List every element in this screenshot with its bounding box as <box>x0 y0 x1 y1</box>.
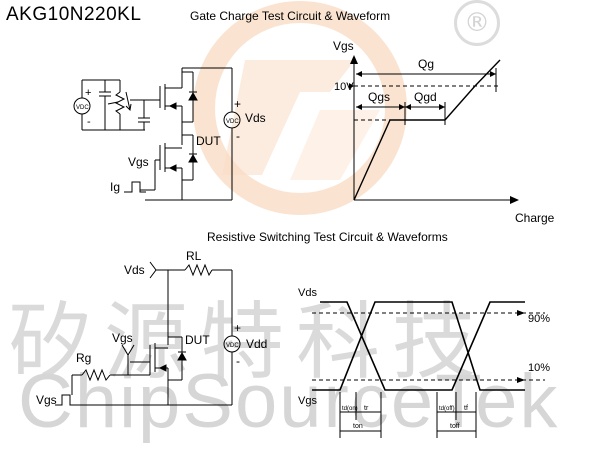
diode-switch-icon <box>177 351 187 361</box>
wave-vds-label: Vds <box>298 287 317 299</box>
pct-10-label: 10% <box>528 362 550 374</box>
sw-minus-sign: - <box>236 354 240 368</box>
y-axis-arrow-icon <box>350 55 358 64</box>
tr-label: tr <box>364 405 369 412</box>
td-on-label: td(on) <box>342 406 358 412</box>
vgs-label: Vgs <box>128 155 149 169</box>
sw-dut-label: DUT <box>185 333 210 347</box>
x-axis-arrow-icon <box>510 196 519 204</box>
tf-label: tf <box>464 405 468 412</box>
gate-charge-title: Gate Charge Test Circuit & Waveform <box>190 9 391 23</box>
vdc-right-label: VDC <box>226 119 239 125</box>
rg-label: Rg <box>76 351 91 365</box>
sw-vgs-label: Vgs <box>112 331 133 345</box>
level-10v-label: 10V <box>334 81 354 93</box>
pct-90-label: 90% <box>528 313 550 325</box>
vds-waveform <box>320 301 525 391</box>
y-axis-label: Vgs <box>333 39 354 53</box>
rl-label: RL <box>186 249 202 263</box>
vdd-label: Vdd <box>246 337 267 351</box>
ton-label: ton <box>353 423 363 430</box>
switching-title: Resistive Switching Test Circuit & Wavef… <box>207 230 448 244</box>
watermark-chinese: 矽源特科技 <box>8 293 489 391</box>
qg-label: Qg <box>418 57 434 71</box>
minus-sign-right: - <box>236 129 240 143</box>
x-axis-label: Charge <box>515 211 555 225</box>
plus-sign-right: + <box>234 97 241 111</box>
qgd-label: Qgd <box>414 90 437 104</box>
minus-sign-left: - <box>87 116 91 128</box>
watermark-english: ChipSourceTek <box>18 359 560 444</box>
vgs-source-label: Vgs <box>36 393 57 407</box>
ig-label: Ig <box>110 180 120 194</box>
diode-lower-icon <box>188 153 198 163</box>
dut-label: DUT <box>196 134 221 148</box>
vdd-source-label: VDC <box>226 343 239 349</box>
vdc-left-label: VDC <box>76 105 89 111</box>
page-title: AKG10N220KL <box>6 4 142 25</box>
vds-label: Vds <box>245 111 266 125</box>
registered-trademark-icon: ® <box>454 0 500 46</box>
sw-vds-label: Vds <box>124 263 145 277</box>
vgs-waveform <box>312 301 525 391</box>
rl-resistor <box>184 263 213 277</box>
qgs-label: Qgs <box>368 90 390 104</box>
diode-upper-icon <box>188 91 198 101</box>
rg-resistor <box>81 368 111 382</box>
td-off-label: td(off) <box>439 406 455 412</box>
sw-plus-sign: + <box>234 321 241 335</box>
toff-label: toff <box>450 423 460 430</box>
plus-sign-left: + <box>85 87 91 99</box>
wave-vgs-label: Vgs <box>298 395 317 407</box>
